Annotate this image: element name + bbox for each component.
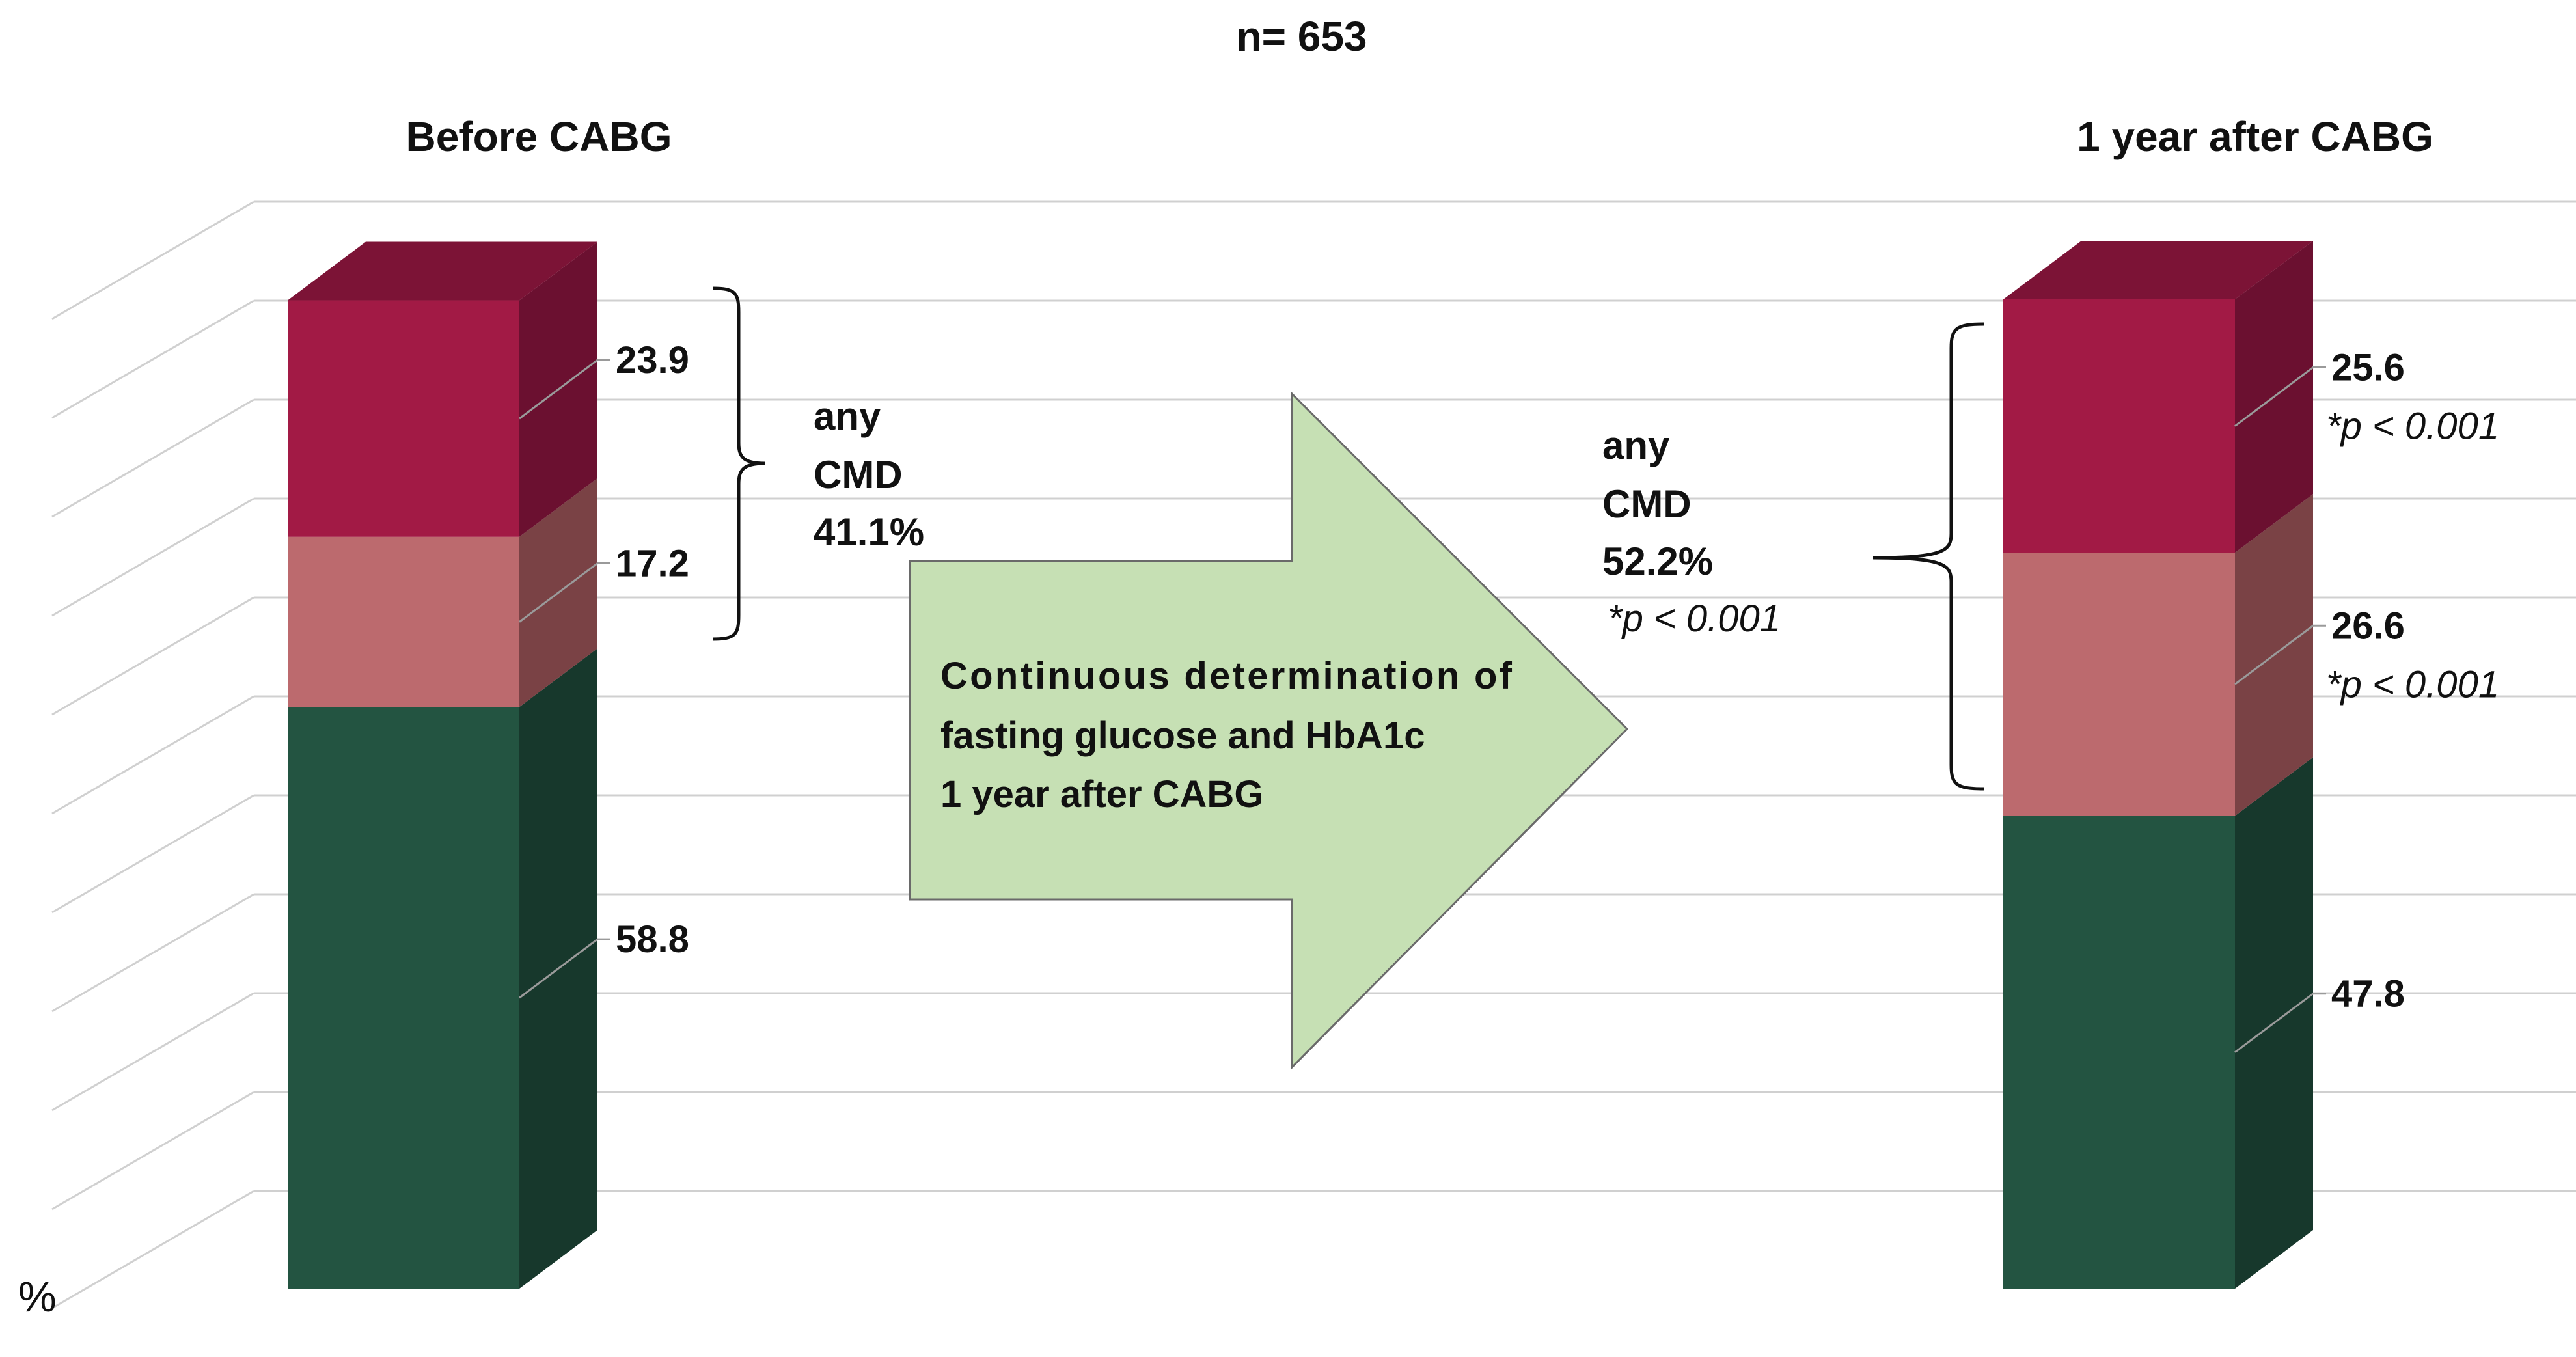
arrow-text-line-3: 1 year after CABG [940,773,1263,816]
bracket-after-line-2: CMD [1602,482,1692,526]
bar-segment-front [288,536,519,707]
cmd-bracket-after: any CMD 52.2% *p < 0.001 [1602,322,1984,791]
gridline-diagonal [51,1190,254,1309]
bar-segment-front [2003,816,2235,1289]
data-label: 25.6 [2331,347,2405,389]
arrow-text-line-1: Continuous determination of [940,655,1513,697]
bracket-after-line-3: 52.2% [1602,540,1713,583]
arrow-text-line-2: fasting glucose and HbA1c [940,715,1425,757]
gridline-diagonal [51,794,254,914]
category-label-after: 1 year after CABG [2077,113,2433,160]
data-label-leader [519,562,610,623]
gridline-diagonal [51,893,254,1013]
gridline-diagonal [51,992,254,1112]
data-label: 23.9 [616,339,689,381]
bar-segment-front [2003,299,2235,553]
gridline-diagonal [51,596,254,716]
data-label-leader [519,359,610,420]
bracket-after-significance: *p < 0.001 [1608,597,1781,640]
bar-top-face [2003,241,2313,299]
cmd-bracket-before: any CMD 41.1% [712,286,924,641]
bar-top-face [288,241,597,301]
brace-shape-before [712,286,765,641]
data-label-leader [2234,993,2326,1053]
gridline-diagonal [51,299,254,419]
bracket-before-line-3: 41.1% [814,510,924,554]
category-label-before: Before CABG [406,113,672,160]
bar-segment-front [288,300,519,537]
percent-unit-label: % [18,1272,57,1321]
bar-segment-front [2003,553,2235,816]
n-label: n= 653 [1236,13,1367,60]
data-label-leader [2234,624,2326,685]
arrow-shape [909,391,1629,1070]
data-label: 47.8 [2331,973,2405,1015]
bracket-after-line-1: any [1602,424,1670,467]
data-label: 58.8 [616,918,689,961]
data-label: 26.6 [2331,605,2405,647]
gridline-diagonal [51,398,254,518]
bar-segment-front [288,707,519,1289]
gridline-diagonal [51,695,254,815]
bracket-before-line-2: CMD [814,453,903,497]
significance-label: *p < 0.001 [2326,405,2499,448]
brace-shape-after [1872,322,1984,791]
gridline-diagonal [51,497,254,617]
data-label-leader [519,938,610,999]
gridline-diagonal [51,1091,254,1211]
data-label: 17.2 [616,543,689,585]
process-arrow: Continuous determination of fasting gluc… [909,391,1629,1070]
bracket-before-line-1: any [814,394,881,438]
gridline-diagonal [51,200,254,320]
data-labels: 58.8 17.2 23.9 47.8 26.6 *p < 0.001 25.6 *p < 0… [519,339,2499,1053]
significance-label: *p < 0.001 [2326,663,2499,706]
data-label-leader [2234,366,2326,427]
